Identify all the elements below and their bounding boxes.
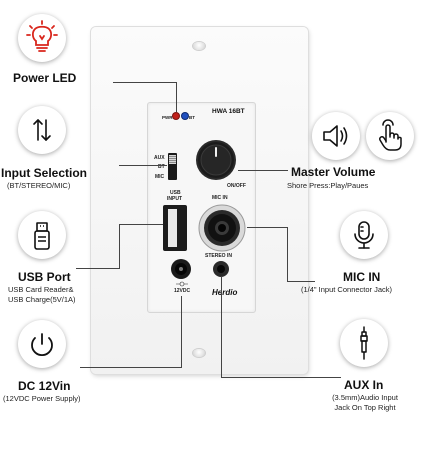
- input-selection-icon-circle: [18, 106, 66, 154]
- input-selector-switch[interactable]: [168, 153, 177, 180]
- switch-bt-label: BT: [158, 164, 165, 170]
- dc-icon-circle: [18, 320, 66, 368]
- model-label: HWA 16BT: [212, 108, 245, 115]
- usb-leader-v: [119, 224, 120, 268]
- mic-in-leader-h: [247, 227, 287, 228]
- dc-leader-v: [181, 296, 182, 367]
- usb-port-title: USB Port: [18, 270, 71, 284]
- usb-input-label-1: USB: [170, 190, 181, 196]
- dc-12vdc-label: 12VDC: [174, 288, 191, 294]
- switch-aux-label: AUX: [154, 155, 165, 161]
- dc-leader-h: [80, 367, 182, 368]
- dc-12vin-sub: (12VDC Power Supply): [3, 394, 81, 403]
- mic-in-leader-h2: [287, 281, 315, 282]
- bottom-screw: [193, 349, 205, 357]
- switch-knob: [169, 155, 176, 164]
- mic-in-leader-v: [287, 227, 288, 281]
- speaker-icon: [323, 125, 348, 147]
- aux-leader-h: [221, 377, 341, 378]
- pwr-led: [173, 113, 179, 119]
- usb-leader-h: [119, 224, 163, 225]
- mic-in-jack[interactable]: [197, 203, 247, 253]
- input-selection-sub: (BT/STEREO/MIC): [7, 181, 71, 190]
- usb-leader-h2: [76, 268, 120, 269]
- aux-in-sub-1: (3.5mm)Audio Input: [332, 393, 398, 402]
- input-selection-leader: [119, 165, 167, 166]
- stereo-in-jack[interactable]: [212, 260, 230, 278]
- master-volume-title: Master Volume: [291, 165, 376, 179]
- usb-icon-circle: [18, 211, 66, 259]
- aux-leader-v: [221, 276, 222, 377]
- volume-knob[interactable]: [194, 138, 238, 182]
- usb-tongue: [168, 209, 177, 247]
- usb-port[interactable]: [163, 205, 187, 251]
- volume-icon-circle: [312, 112, 360, 160]
- power-led-title: Power LED: [13, 71, 77, 85]
- usb-port-sub-2: USB Charge(5V/1A): [8, 295, 76, 304]
- aux-in-sub-2: Jack On Top Right: [334, 403, 396, 412]
- microphone-icon: [354, 221, 374, 249]
- up-down-arrows-icon: [33, 119, 51, 141]
- usb-input-label-2: INPUT: [167, 196, 182, 202]
- audio-jack-plug-icon: [360, 326, 368, 360]
- dc-12vin-title: DC 12Vin: [18, 379, 71, 393]
- dc-jack[interactable]: [170, 258, 192, 280]
- mic-in-sub: (1/4" Input Connector Jack): [301, 285, 393, 294]
- power-led-icon-circle: [18, 14, 66, 62]
- power-icon: [31, 333, 53, 357]
- top-screw: [193, 42, 205, 50]
- mic-in-label: MIC IN: [212, 195, 228, 201]
- press-icon-circle: [366, 112, 414, 160]
- touch-hand-icon: [379, 119, 402, 151]
- input-selection-title: Input Selection: [1, 166, 88, 180]
- switch-mic-label: MIC: [155, 174, 165, 180]
- usb-port-sub-1: USB Card Reader&: [8, 285, 74, 294]
- on-off-label: ON/OFF: [227, 183, 246, 189]
- usb-drive-icon: [34, 222, 50, 250]
- power-led-leader-h: [113, 82, 176, 83]
- mic-icon-circle: [340, 211, 388, 259]
- pwr-label: PWR: [162, 115, 173, 120]
- mic-in-title: MIC IN: [343, 270, 381, 284]
- master-volume-sub: Shore Press:Play/Paues: [287, 181, 369, 190]
- bt-label: BT: [189, 115, 195, 120]
- power-led-leader-v: [176, 82, 177, 112]
- master-volume-leader-h: [238, 170, 288, 171]
- lightbulb-icon: [26, 20, 58, 52]
- aux-in-title: AUX In: [344, 378, 384, 392]
- dc-polarity-icon: [176, 281, 188, 287]
- brand-logo-text: Herdio: [212, 288, 238, 297]
- stereo-in-label: STEREO IN: [205, 253, 232, 259]
- aux-icon-circle: [340, 319, 388, 367]
- bt-led: [182, 113, 188, 119]
